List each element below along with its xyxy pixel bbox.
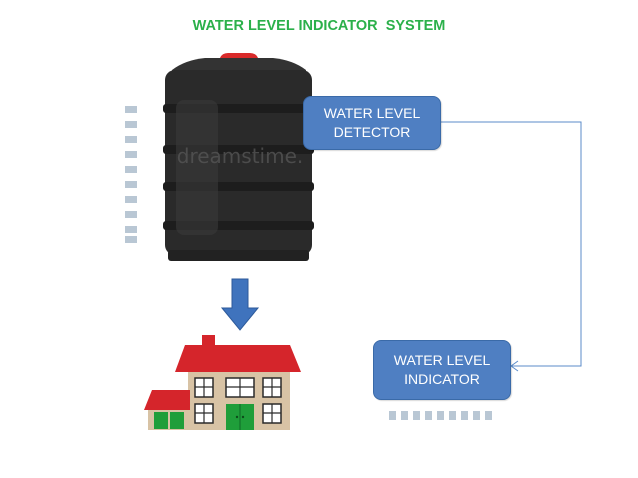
connector-arrow (440, 121, 582, 372)
diagram-title: WATER LEVEL INDICATOR SYSTEM (192, 18, 446, 34)
down-arrow-icon (220, 278, 260, 331)
level-scale-left (125, 106, 137, 243)
water-level-indicator-box: WATER LEVEL INDICATOR (373, 340, 511, 400)
detector-label-line2: DETECTOR (333, 124, 411, 140)
water-tank-icon: dreamstime. (163, 53, 314, 261)
detector-label-line1: WATER LEVEL (323, 105, 421, 121)
indicator-label-line1: WATER LEVEL (393, 352, 491, 368)
house-icon (144, 335, 301, 430)
indicator-label-line2: INDICATOR (404, 371, 480, 387)
water-level-detector-box: WATER LEVEL DETECTOR (303, 96, 441, 150)
watermark-text: dreamstime. (177, 144, 303, 168)
tank-cap (220, 53, 258, 58)
level-scale-bottom (389, 411, 492, 420)
